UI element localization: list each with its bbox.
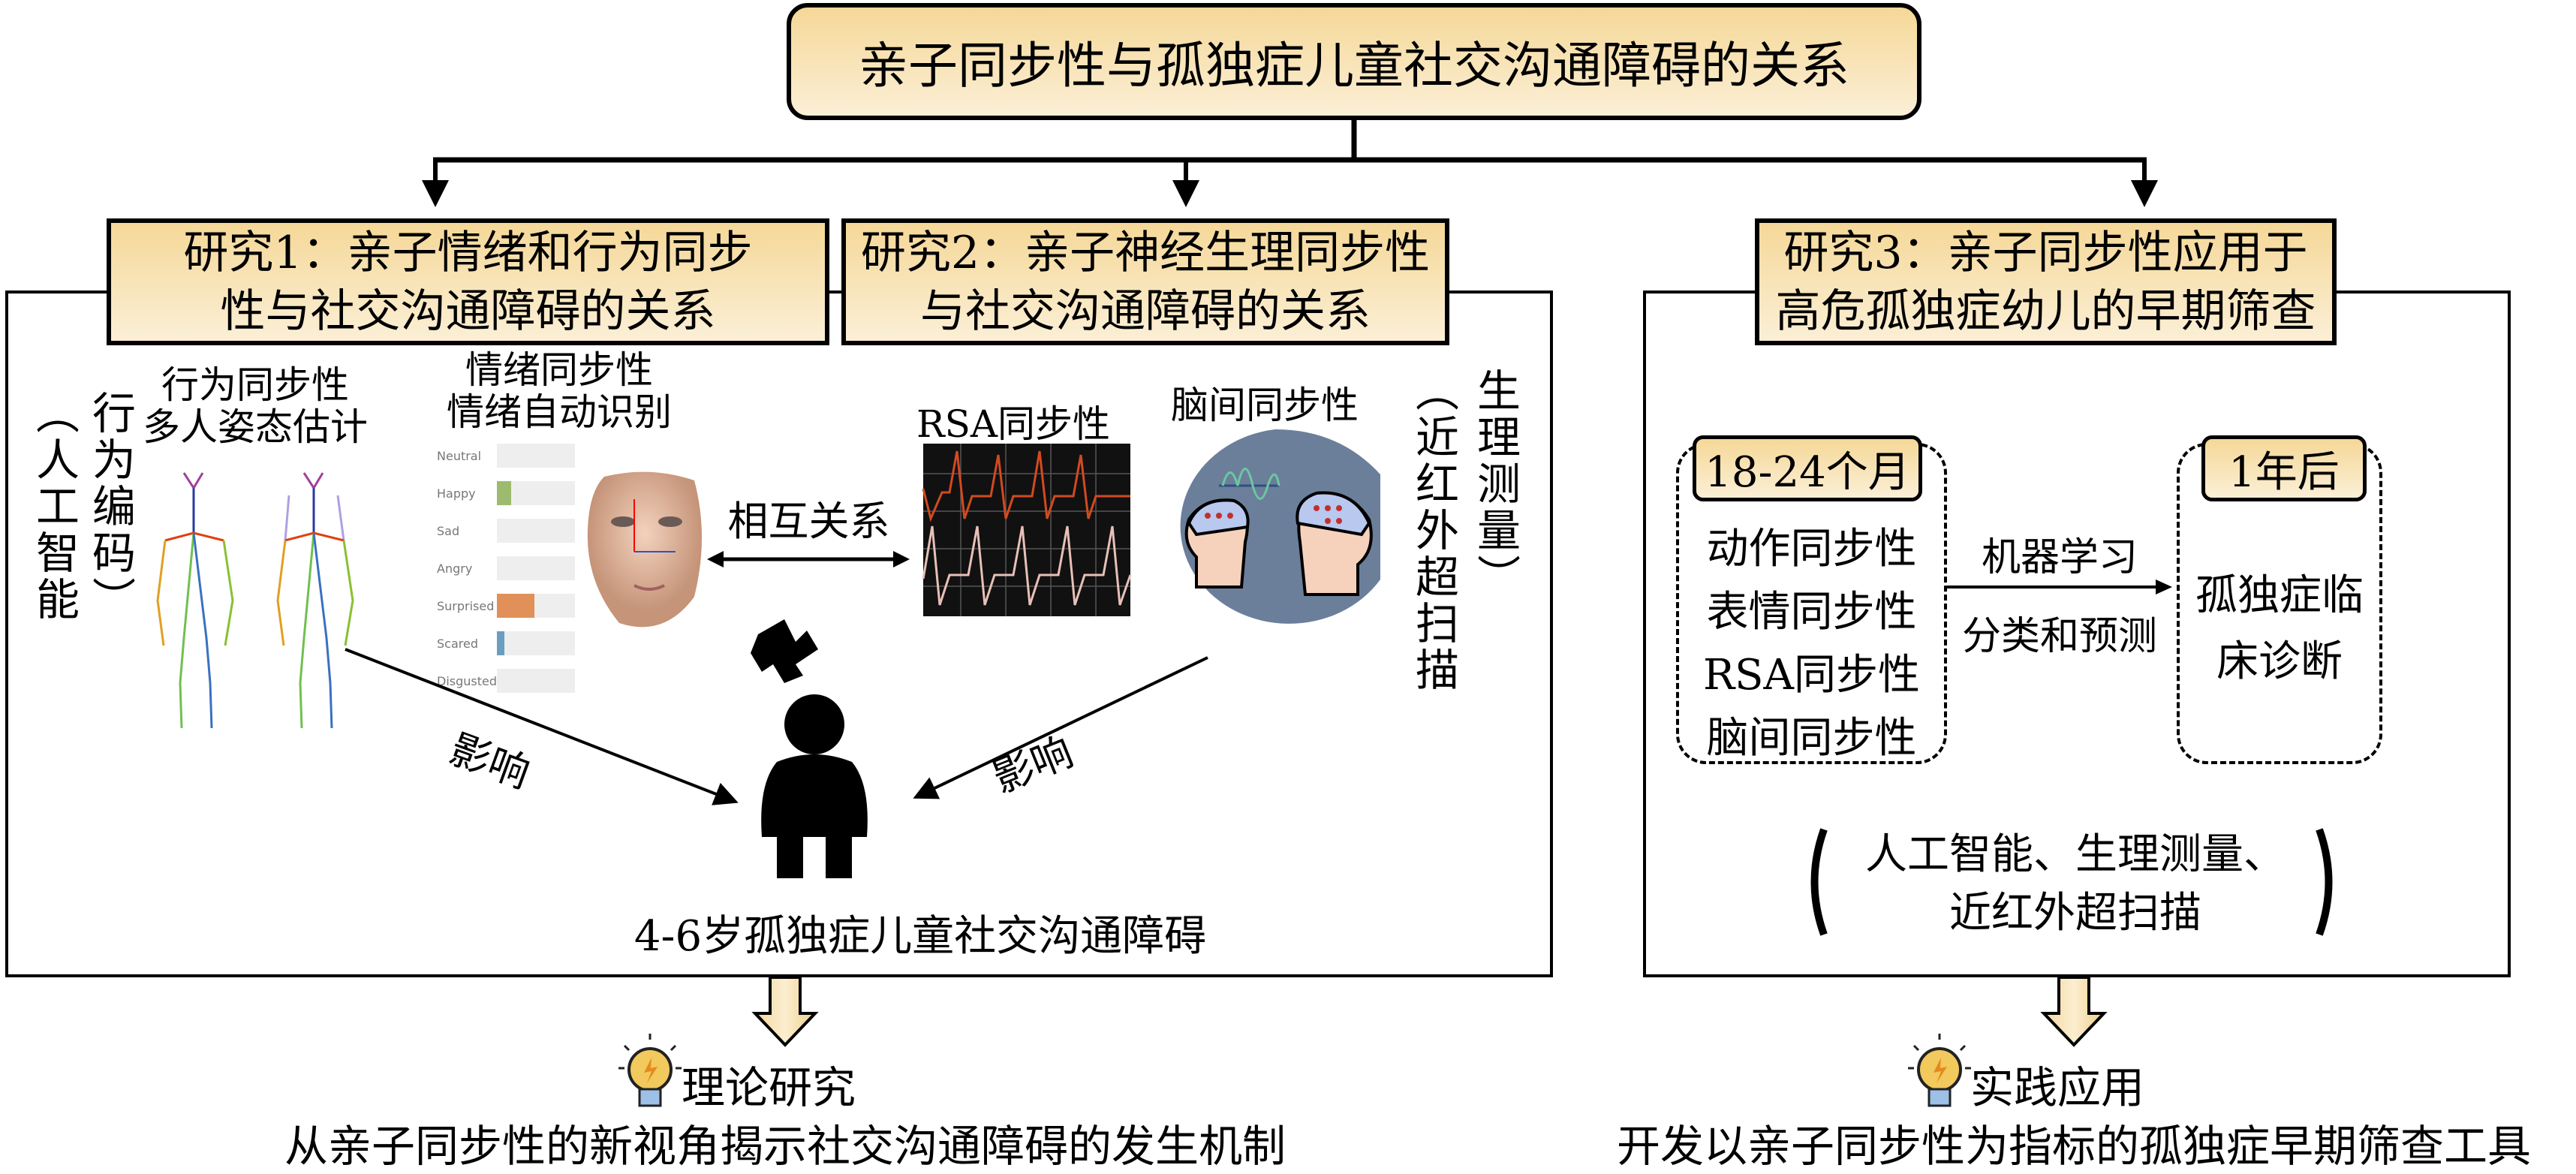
emotion-label-happy: Happy [437, 486, 476, 501]
emotion-label-disgusted: Disgusted [437, 673, 498, 688]
right-methods: 人工智能、生理测量、 近红外超扫描 [1816, 826, 2334, 943]
study2-box: 研究2：亲子神经生理同步性 与社交沟通障碍的关系 [841, 218, 1449, 345]
feature-item: 动作同步性 [1706, 525, 1917, 573]
face-image [587, 471, 702, 628]
behavior-line1: 行为同步性 [161, 363, 349, 407]
emotion-bar-track [497, 556, 575, 580]
emotion-label-scared: Scared [437, 636, 478, 651]
emotion-label: 情绪同步性 情绪自动识别 [435, 349, 683, 433]
emotion-bar-row: Angry [437, 554, 575, 582]
influence-arrows [345, 648, 1208, 805]
emotion-bar-row: Sad [437, 516, 575, 545]
study3-box: 研究3：亲子同步性应用于 高危孤独症幼儿的早期筛查 [1755, 218, 2337, 345]
emotion-bar-track [497, 631, 575, 655]
emotion-bar-surprised [497, 594, 534, 618]
behavior-label: 行为同步性 多人姿态估计 [143, 364, 368, 448]
emotion-label-sad: Sad [437, 523, 460, 538]
main-title: 亲子同步性与孤独症儿童社交沟通障碍的关系 [859, 37, 1849, 95]
ml-label-1: 机器学习 [1981, 535, 2138, 580]
emotion-bar-happy [497, 481, 511, 505]
study3-title-line1: 研究3：亲子同步性应用于 [1783, 226, 2308, 279]
theory-text: 从亲子同步性的新视角揭示社交沟通障碍的发生机制 [284, 1121, 1286, 1172]
method-phys-col1: （近红外超扫描 [1408, 368, 1459, 694]
method-phys-col2: 生理测量） [1470, 368, 1521, 601]
method-ai-col2: 行为编码） [85, 390, 136, 623]
pose-skeletons [156, 472, 354, 729]
emotion-line2: 情绪自动识别 [447, 390, 672, 434]
methods-brackets [1810, 828, 2333, 936]
diagnosis-line2: 床诊断 [2216, 637, 2343, 686]
practice-heading: 实践应用 [1970, 1062, 2145, 1113]
emotion-bar-track [497, 594, 575, 618]
diagnosis-line1: 孤独症临 [2195, 571, 2364, 620]
down-arrow-right [2040, 976, 2108, 1047]
methods-line2: 近红外超扫描 [1949, 889, 2201, 938]
emotion-bar-track [497, 519, 575, 543]
ml-arrow [1947, 579, 2172, 595]
emotion-line1: 情绪同步性 [465, 348, 653, 392]
right-panel [1643, 290, 2511, 977]
lightbulb-icon [618, 1034, 682, 1107]
practice-text: 开发以亲子同步性为指标的孤独症早期筛查工具 [1616, 1121, 2531, 1172]
emotion-bar-row: Neutral [437, 441, 575, 470]
age-tag: 18-24个月 [1693, 435, 1922, 501]
brain-sync-label: 脑间同步性 [1171, 384, 1359, 427]
feature-item: 表情同步性 [1706, 588, 1917, 637]
ml-label-2: 分类和预测 [1961, 614, 2157, 659]
skeleton-2 [276, 472, 354, 729]
behavior-line2: 多人姿态估计 [143, 405, 368, 449]
feature-item: RSA同步性 [1703, 651, 1920, 700]
hyperscanning-image [1180, 429, 1380, 624]
emotion-label-angry: Angry [437, 561, 473, 576]
study1-title-line1: 研究1：亲子情绪和行为同步 [183, 226, 753, 279]
ecg-image [922, 444, 1132, 616]
main-title-box: 亲子同步性与孤独症儿童社交沟通障碍的关系 [787, 3, 1921, 120]
emotion-bar-row: Happy [437, 479, 575, 507]
method-ai-col1: （人工智能 [29, 390, 80, 623]
emotion-bar-row: Disgusted [437, 667, 575, 695]
emotion-bar-track [497, 669, 575, 693]
outcome-label: 4-6岁孤独症儿童社交沟通障碍 [633, 912, 1207, 961]
down-arrow-left [751, 976, 819, 1047]
rsa-label: RSA同步性 [916, 402, 1110, 446]
methods-line1: 人工智能、生理测量、 [1865, 830, 2286, 879]
theory-heading: 理论研究 [682, 1062, 856, 1113]
emotion-label-surprised: Surprised [437, 598, 495, 613]
study1-box: 研究1：亲子情绪和行为同步 性与社交沟通障碍的关系 [107, 218, 829, 345]
feature-item: 脑间同步性 [1706, 714, 1917, 763]
emotion-bar-track [497, 444, 575, 468]
later-tag: 1年后 [2201, 435, 2367, 501]
diagnosis-label: 孤独症临 床诊断 [2177, 563, 2382, 695]
emotion-bar-row: Scared [437, 629, 575, 658]
emotion-bar-row: Surprised [437, 592, 575, 620]
emotion-bar-track [497, 481, 575, 505]
lightbulb-icon [1908, 1034, 1971, 1107]
skeleton-1 [156, 472, 234, 729]
feature-list: 动作同步性 表情同步性 RSA同步性 脑间同步性 [1676, 518, 1947, 770]
study1-title-line2: 性与社交沟通障碍的关系 [220, 284, 716, 338]
double-arrow [707, 551, 910, 567]
study2-title-line1: 研究2：亲子神经生理同步性 [860, 226, 1431, 279]
study2-title-line2: 与社交沟通障碍的关系 [920, 284, 1371, 338]
emotion-bar-scared [497, 631, 505, 655]
mutual-relation-label: 相互关系 [727, 498, 890, 545]
child-puzzle-icon [751, 619, 868, 878]
study3-title-line2: 高危孤独症幼儿的早期筛查 [1775, 284, 2316, 338]
emotion-label-neutral: Neutral [437, 448, 482, 463]
